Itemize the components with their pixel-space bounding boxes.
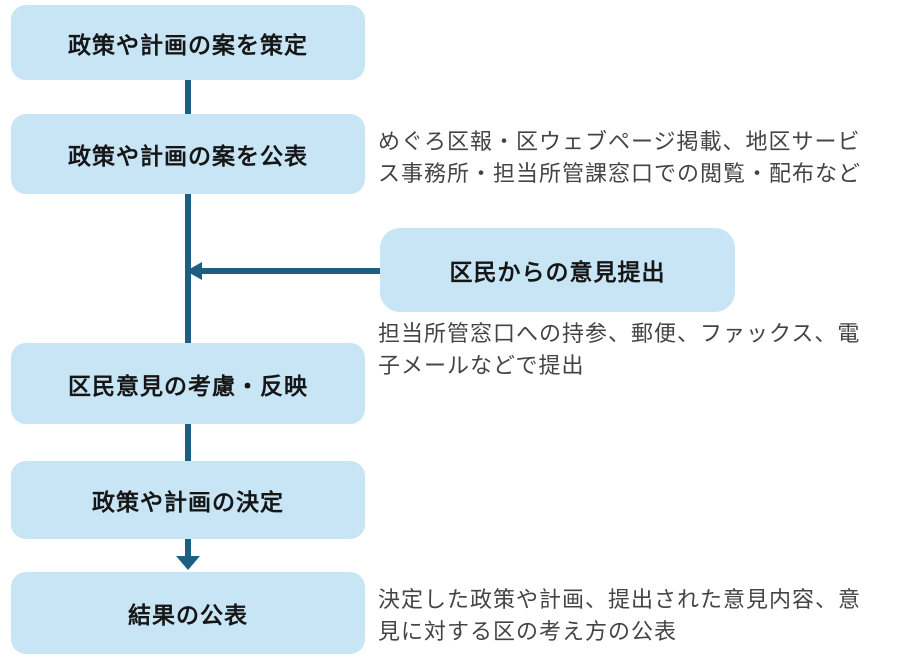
step-box-publish-plan: 政策や計画の案を公表 [11,114,365,194]
step-box-draft-plan-label: 政策や計画の案を策定 [68,31,308,58]
step-box-decide-plan: 政策や計画の決定 [11,461,365,539]
annotation-publish-methods: めぐろ区報・区ウェブページ掲載、地区サービ ス事務所・担当所管課窓口での閲覧・配… [378,129,862,186]
step-box-publish-results: 結果の公表 [11,572,365,654]
step-box-draft-plan: 政策や計画の案を策定 [11,5,365,80]
connector-line-4 [185,539,191,558]
arrow-left-icon [186,262,202,280]
step-box-publish-results-label: 結果の公表 [128,602,248,628]
connector-line-3 [185,424,191,461]
step-box-publish-plan-label: 政策や計画の案を公表 [68,143,308,169]
connector-line-horizontal [202,268,380,274]
annotation-submission-methods: 担当所管窓口への持参、郵便、ファックス、電 子メールなどで提出 [378,321,861,378]
connector-line-1 [185,80,191,114]
step-box-consider-opinions-label: 区民意見の考慮・反映 [68,372,308,399]
annotation-result-publication: 決定した政策や計画、提出された意見内容、意 見に対する区の考え方の公表 [378,587,862,644]
arrow-down-icon [176,556,200,570]
step-box-consider-opinions: 区民意見の考慮・反映 [11,343,365,424]
side-box-opinion-submission: 区民からの意見提出 [380,228,735,312]
step-box-decide-plan-label: 政策や計画の決定 [92,489,284,515]
side-box-opinion-submission-label: 区民からの意見提出 [449,259,666,285]
